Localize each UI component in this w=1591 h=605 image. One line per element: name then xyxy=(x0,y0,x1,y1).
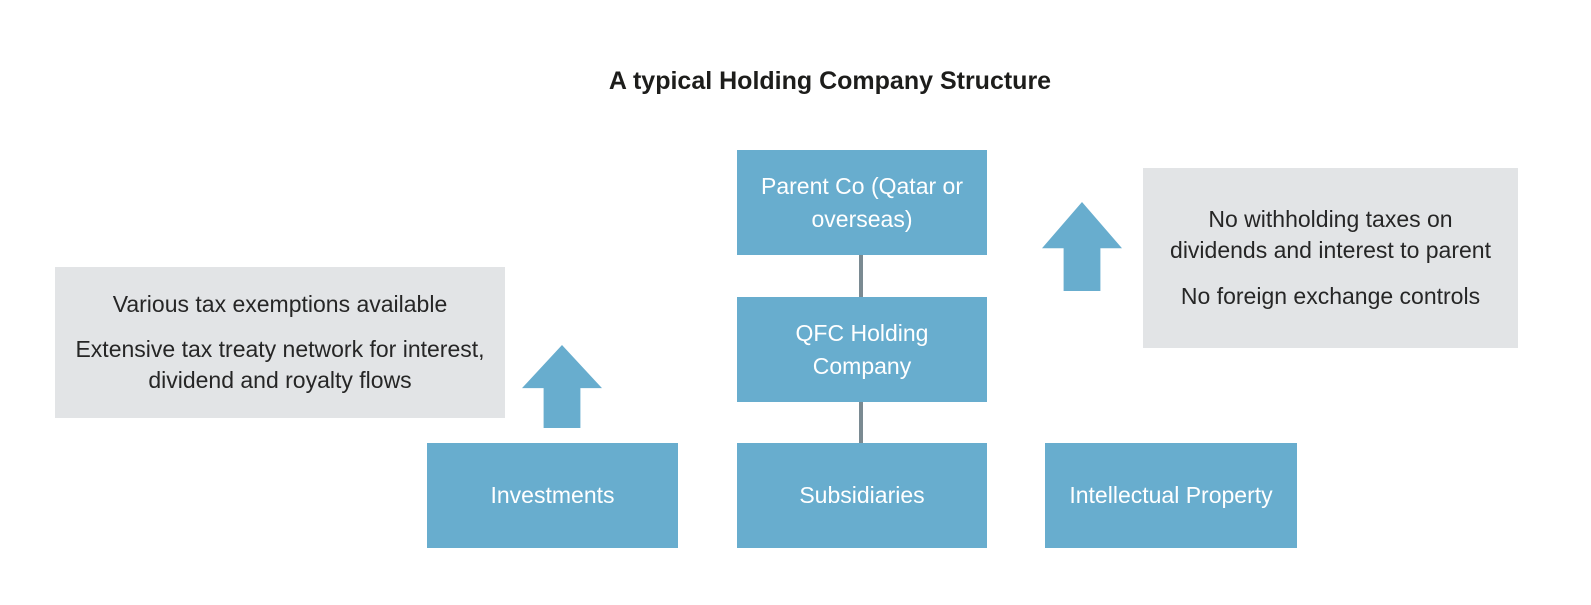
node-qfc-holding-company: QFC Holding Company xyxy=(737,297,987,402)
node-parent-co-label: Parent Co (Qatar or overseas) xyxy=(761,173,963,232)
note-left-line-1: Various tax exemptions available xyxy=(112,290,448,317)
node-intellectual-property: Intellectual Property xyxy=(1045,443,1297,548)
node-subsidiaries-label: Subsidiaries xyxy=(799,482,925,509)
node-intellectual-property-label: Intellectual Property xyxy=(1069,482,1273,509)
note-left-tax-benefits: Various tax exemptions available Extensi… xyxy=(55,267,505,418)
up-arrow-icon-right xyxy=(1042,202,1122,291)
up-arrow-icon-left xyxy=(522,345,602,428)
diagram-title: A typical Holding Company Structure xyxy=(608,67,1052,95)
connector-parent-to-holding xyxy=(859,255,863,297)
node-qfc-holding-company-label: QFC Holding Company xyxy=(795,320,929,379)
note-right-line-1: No withholding taxes on dividends and in… xyxy=(1170,206,1491,264)
note-right-withholding-benefits: No withholding taxes on dividends and in… xyxy=(1143,168,1518,348)
connector-holding-to-subsidiaries xyxy=(859,402,863,443)
note-right-line-2: No foreign exchange controls xyxy=(1180,282,1481,309)
node-subsidiaries: Subsidiaries xyxy=(737,443,987,548)
node-parent-co: Parent Co (Qatar or overseas) xyxy=(737,150,987,255)
node-investments-label: Investments xyxy=(490,482,615,509)
node-investments: Investments xyxy=(427,443,678,548)
note-left-line-2: Extensive tax treaty network for interes… xyxy=(75,335,485,394)
